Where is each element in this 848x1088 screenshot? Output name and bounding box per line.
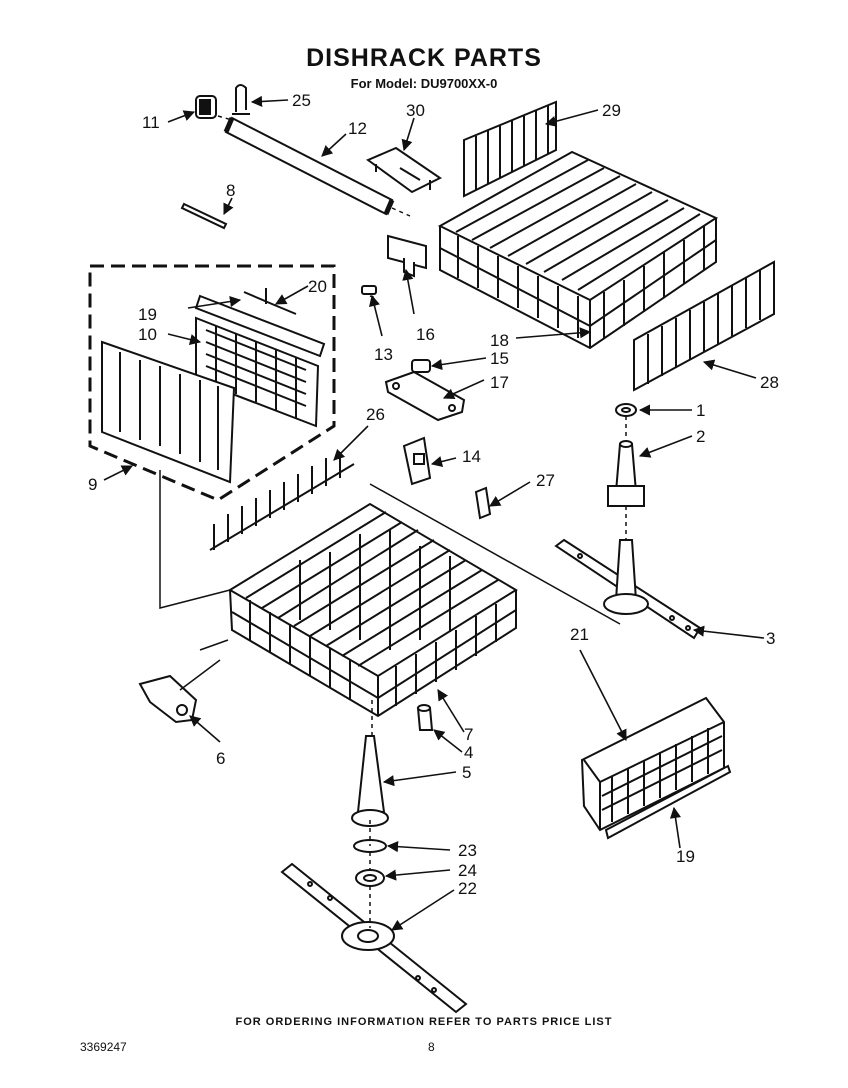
part-3-upper-spray-arm (554, 538, 702, 640)
callout-13: 13 (374, 345, 393, 364)
callout-1: 1 (696, 401, 705, 420)
document-number: 3369247 (80, 1040, 127, 1054)
callout-10: 10 (138, 325, 157, 344)
part-22-lower-spray-arm (280, 862, 468, 1014)
callout-labels: 11 25 12 30 29 8 20 19 10 16 13 18 15 17… (88, 91, 779, 898)
callout-9: 9 (88, 475, 97, 494)
callout-18: 18 (490, 331, 509, 350)
part-21-silverware-basket (580, 696, 725, 832)
callout-12: 12 (348, 119, 367, 138)
page-title: DISHRACK PARTS (306, 44, 542, 72)
callout-25: 25 (292, 91, 311, 110)
callout-29: 29 (602, 101, 621, 120)
page-number: 8 (428, 1040, 435, 1054)
part-17-adjuster-arm (384, 370, 466, 422)
callout-30: 30 (406, 101, 425, 120)
part-20-wire-clip (243, 288, 297, 315)
part-19-strip-upper (194, 294, 326, 358)
part-15-clip (411, 359, 431, 373)
callout-4: 4 (464, 743, 473, 762)
callout-5: 5 (462, 763, 471, 782)
part-29-tine-row (463, 100, 557, 198)
callout-17: 17 (490, 373, 509, 392)
part-24-seal (355, 869, 385, 887)
part-1-nut (615, 403, 637, 417)
callout-24: 24 (458, 861, 477, 880)
callout-23: 23 (458, 841, 477, 860)
part-5-lower-feed-tube (351, 735, 389, 827)
part-7-lower-rack (228, 502, 518, 718)
callout-11: 11 (142, 113, 160, 132)
callout-3: 3 (766, 629, 775, 648)
callout-27: 27 (536, 471, 555, 490)
callout-21: 21 (570, 625, 589, 644)
callout-leader-lines (103, 95, 765, 931)
part-14-stop (402, 436, 432, 486)
callout-8: 8 (226, 181, 235, 200)
callout-16: 16 (416, 325, 435, 344)
part-10-basket (195, 316, 320, 428)
part-26-tine-strip (209, 452, 355, 551)
callout-19-lower: 19 (676, 847, 695, 866)
callout-26: 26 (366, 405, 385, 424)
part-2-feed-tube (607, 440, 645, 507)
part-25-clip (232, 84, 250, 115)
part-13-screw (361, 285, 377, 295)
part-12-rack-rail (223, 116, 395, 216)
part-28-tine-row (633, 260, 775, 392)
part-16-bracket (387, 234, 427, 278)
callout-6: 6 (216, 749, 225, 768)
part-11-end-cap (195, 95, 217, 119)
part-9-tine-panel (101, 340, 236, 484)
callout-2: 2 (696, 427, 705, 446)
callout-19-upper: 19 (138, 305, 157, 324)
part-9-assembly-box (88, 264, 336, 502)
part-6-rack-stop (138, 674, 198, 724)
part-8-pin (180, 202, 228, 230)
model-subtitle: For Model: DU9700XX-0 (350, 76, 498, 91)
callout-22: 22 (458, 879, 477, 898)
part-27-clip (474, 486, 492, 520)
callout-15: 15 (490, 349, 509, 368)
callout-28: 28 (760, 373, 779, 392)
part-19-strip-lower (604, 764, 732, 840)
callout-7: 7 (464, 725, 473, 744)
part-4-spacer (416, 704, 434, 731)
part-30-bracket (365, 146, 442, 194)
callout-20: 20 (308, 277, 327, 296)
callout-14: 14 (462, 447, 481, 466)
ordering-note: FOR ORDERING INFORMATION REFER TO PARTS … (235, 1016, 613, 1028)
part-18-upper-rack (437, 150, 719, 350)
